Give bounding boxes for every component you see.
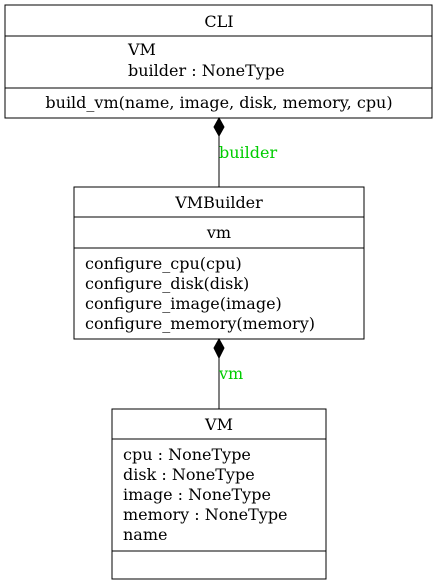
edge-vm-label: vm <box>218 364 243 383</box>
class-vm-attribute: memory : NoneType <box>123 505 288 524</box>
class-cli-attribute: builder : NoneType <box>128 61 285 80</box>
class-vmbuilder[interactable]: VMBuilder vm configure_cpu(cpu) configur… <box>73 186 365 340</box>
class-vm-name: VM <box>204 415 233 434</box>
class-vm-box <box>111 408 327 580</box>
class-vmbuilder-name: VMBuilder <box>174 193 263 212</box>
class-cli[interactable]: CLI VM builder : NoneType build_vm(name,… <box>4 4 433 119</box>
class-cli-name: CLI <box>204 12 233 31</box>
class-vmbuilder-attribute: vm <box>206 223 231 242</box>
composition-diamond-icon <box>213 116 225 138</box>
class-vmbuilder-method: configure_cpu(cpu) <box>85 254 242 273</box>
class-vmbuilder-method: configure_image(image) <box>85 294 282 313</box>
edge-builder-label: builder <box>219 143 277 162</box>
class-vm-attribute: disk : NoneType <box>123 465 255 484</box>
class-vm[interactable]: VM cpu : NoneType disk : NoneType image … <box>111 408 327 580</box>
class-vmbuilder-method: configure_disk(disk) <box>85 274 249 293</box>
class-vm-attribute: cpu : NoneType <box>123 445 251 464</box>
class-vmbuilder-method: configure_memory(memory) <box>85 314 315 333</box>
class-cli-method: build_vm(name, image, disk, memory, cpu) <box>45 93 392 112</box>
composition-diamond-icon <box>213 337 225 360</box>
edge-builder: builder <box>213 116 277 187</box>
class-vm-attribute: name <box>123 525 167 544</box>
class-vm-attribute: image : NoneType <box>123 485 271 504</box>
edge-vm: vm <box>213 337 243 409</box>
class-cli-attribute: VM <box>127 40 156 59</box>
